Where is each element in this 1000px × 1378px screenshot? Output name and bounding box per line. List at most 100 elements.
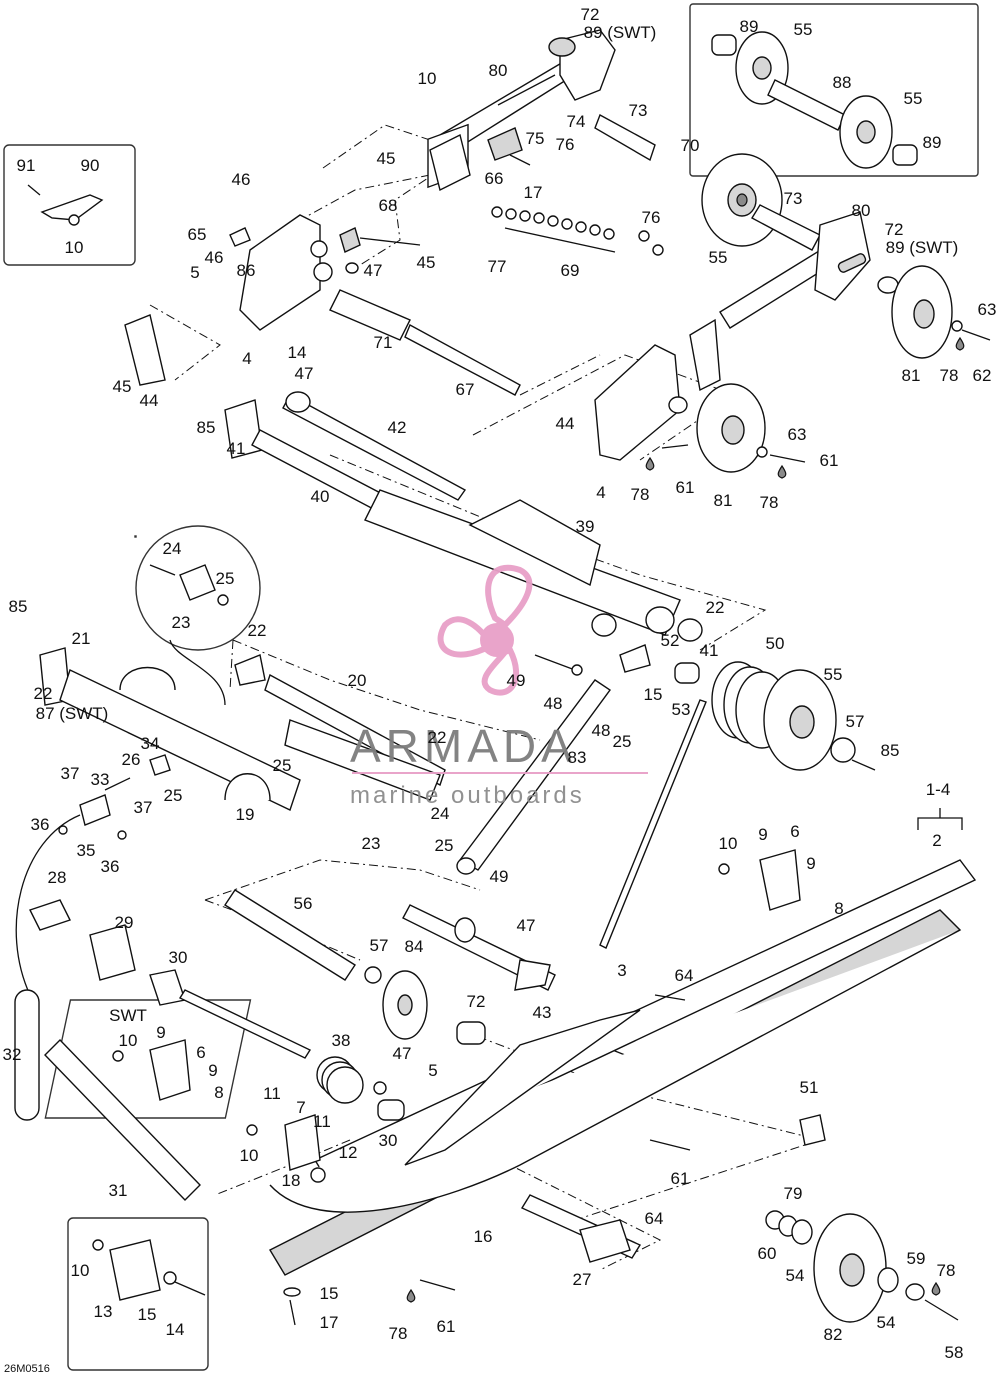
callout-89-swt: 89 (SWT) [886,238,959,257]
callout-37: 37 [134,798,153,817]
drawing-number: 26M0516 [4,1363,50,1375]
callout-60: 60 [758,1244,777,1263]
callout-69: 69 [561,261,580,280]
callout-8: 8 [834,899,843,918]
callout-6: 6 [196,1043,205,1062]
callout-53: 53 [672,700,691,719]
callout-58: 58 [945,1343,964,1362]
callout-76: 76 [556,135,575,154]
callout-52: 52 [661,631,680,650]
callout-5: 5 [190,263,199,282]
callout-42: 42 [388,418,407,437]
callout-62: 62 [973,366,992,385]
callout-57: 57 [370,936,389,955]
callout-11: 11 [313,1112,331,1131]
callout-10: 10 [119,1031,138,1050]
callout-20: 20 [348,671,367,690]
callout-63: 63 [978,300,997,319]
callout-26: 26 [122,750,141,769]
callout-87-swt: 87 (SWT) [36,704,109,723]
callout-72: 72 [467,992,486,1011]
lubricant-drop-icon [777,464,787,479]
callout-22: 22 [706,598,725,617]
callout-18: 18 [282,1171,301,1190]
callout-49: 49 [507,671,526,690]
callout-2: 2 [932,831,941,850]
callout-54: 54 [877,1313,896,1332]
lubricant-drop-icon [406,1288,416,1303]
callout-48: 48 [592,721,611,740]
callout-78: 78 [760,493,779,512]
callout-34: 34 [141,734,160,753]
range-bracket [917,817,963,830]
callout-13: 13 [94,1302,113,1321]
callout-15: 15 [138,1305,157,1324]
callout-81: 81 [714,491,733,510]
callout-28: 28 [48,868,67,887]
callout-22: 22 [248,621,267,640]
callout-31: 31 [109,1181,128,1200]
callout-63: 63 [788,425,807,444]
callout-36: 36 [31,815,50,834]
callout-10: 10 [418,69,437,88]
front-arm [39,489,876,949]
callout-74: 74 [567,112,586,131]
callout-10: 10 [71,1261,90,1280]
callout-80: 80 [489,61,508,80]
callout-6: 6 [790,822,799,841]
callout-75: 75 [526,129,545,148]
callout-77: 77 [488,257,507,276]
callout-61: 61 [437,1317,456,1336]
callout-78: 78 [940,366,959,385]
callout-64: 64 [675,966,694,985]
callout-29: 29 [115,913,134,932]
callout-35: 35 [77,841,96,860]
callout-61: 61 [820,451,839,470]
callout-71: 71 [374,333,393,352]
callout-9: 9 [208,1061,217,1080]
callout-51: 51 [800,1078,819,1097]
callout-82: 82 [824,1325,843,1344]
callout-88: 88 [833,73,852,92]
callout-4: 4 [596,483,605,502]
callout-23: 23 [172,613,191,632]
propeller-blade [485,564,533,629]
propeller-blade [437,616,494,658]
callout-84: 84 [405,937,424,956]
callout-65: 65 [188,225,207,244]
callout-47: 47 [364,261,383,280]
callout-4: 4 [242,349,251,368]
callout-44: 44 [140,391,159,410]
callout-24: 24 [431,804,450,823]
callout-55: 55 [794,20,813,39]
callout-91: 91 [17,156,36,175]
callout-89: 89 [923,133,942,152]
callout-9: 9 [156,1023,165,1042]
watermark-brand: ARMADA [350,720,577,772]
inset-stopper-parts [27,184,104,226]
callout-89: 89 [740,17,759,36]
callout-22: 22 [34,684,53,703]
callout-47: 47 [393,1044,412,1063]
callout-21: 21 [72,629,91,648]
callout-27: 27 [573,1270,592,1289]
callout-43: 43 [533,1003,552,1022]
callout-44: 44 [556,414,575,433]
propeller-blade [481,646,519,696]
callout-67: 67 [456,380,475,399]
callout-14: 14 [288,343,307,362]
callout-25: 25 [164,786,183,805]
lubricant-drops [406,336,965,1303]
callout-7: 7 [296,1098,305,1117]
callout-8: 8 [214,1083,223,1102]
callout-55: 55 [709,248,728,267]
callout-89-swt: 89 (SWT) [584,23,657,42]
callout-72: 72 [581,5,600,24]
lubricant-drop-icon [931,1281,941,1296]
callout-61: 61 [671,1169,690,1188]
callout-24: 24 [163,539,182,558]
callout-61: 61 [676,478,695,497]
callout-25: 25 [613,732,632,751]
callout-25: 25 [435,836,454,855]
callout-55: 55 [824,665,843,684]
